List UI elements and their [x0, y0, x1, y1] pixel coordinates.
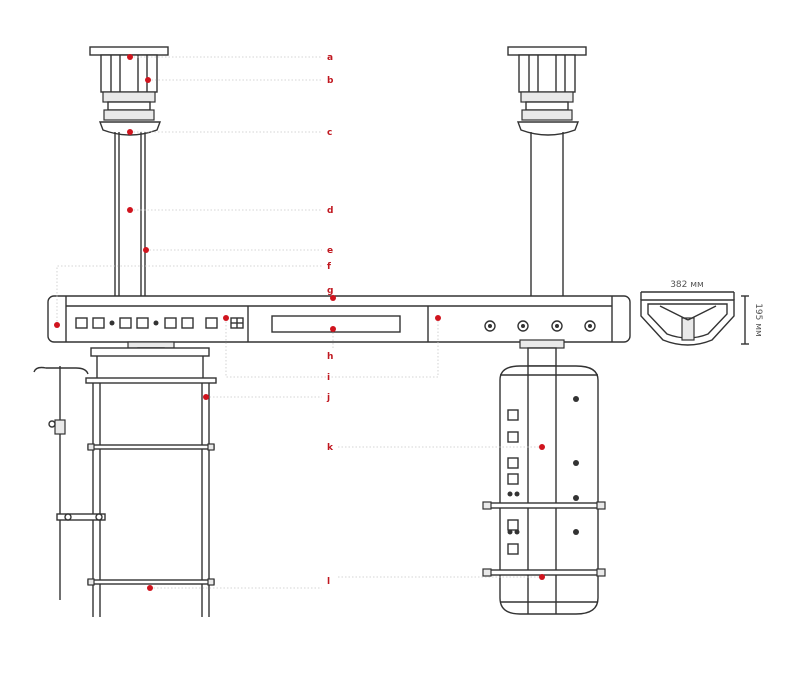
equipment-tower [482, 339, 606, 615]
marker-e [143, 247, 149, 253]
marker-c [127, 129, 133, 135]
marker-a [127, 54, 133, 60]
right-ceiling-column [507, 46, 587, 296]
width-dimension-label: 382 мм [670, 280, 704, 290]
marker-g [330, 295, 336, 301]
marker-k [539, 444, 545, 450]
marker-d [127, 207, 133, 213]
gas-outlets [484, 320, 596, 332]
callout-g: g [327, 286, 333, 296]
callout-l: l [327, 577, 330, 587]
leader-lines [56, 56, 542, 589]
iv-pole [33, 366, 106, 600]
callout-i: i [327, 373, 330, 383]
marker-b [145, 77, 151, 83]
callout-labels: a b c d e f g h i j k l [326, 53, 334, 587]
marker-f [54, 322, 60, 328]
bridge-beam [47, 295, 631, 353]
shelf-trolley [85, 347, 217, 617]
callout-k: k [327, 443, 334, 453]
callout-f: f [327, 262, 331, 272]
left-ceiling-column [89, 46, 169, 296]
marker-i-right [435, 315, 441, 321]
callout-a: a [327, 53, 333, 63]
display-slot [271, 315, 401, 333]
callout-b: b [327, 76, 334, 86]
callout-markers [54, 54, 545, 591]
callout-e: e [327, 246, 333, 256]
callout-c: c [327, 128, 332, 138]
beam-cross-section: 382 мм 195 мм [640, 280, 763, 346]
callout-h: h [327, 352, 333, 362]
callout-j: j [326, 393, 330, 403]
callout-d: d [327, 206, 333, 216]
height-dimension-label: 195 мм [753, 303, 763, 337]
marker-l-right [539, 574, 545, 580]
marker-j [203, 394, 209, 400]
marker-l-left [147, 585, 153, 591]
socket-group [75, 317, 244, 329]
marker-i-left [223, 315, 229, 321]
marker-h [330, 326, 336, 332]
